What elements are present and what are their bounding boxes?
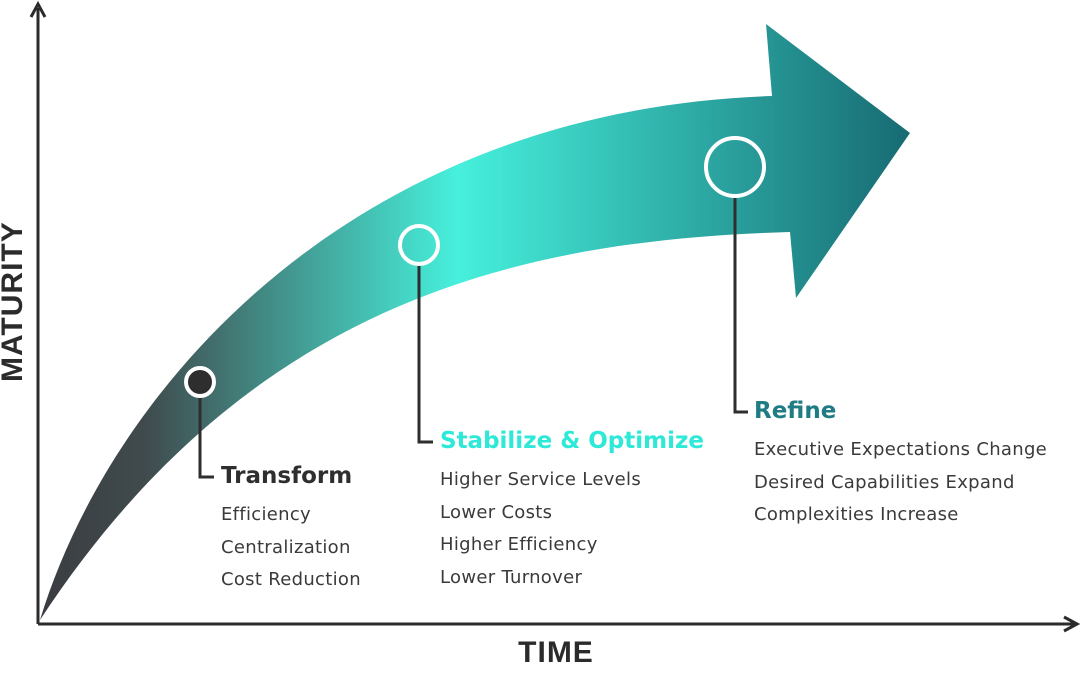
stabilize-marker	[398, 224, 440, 266]
stage-transform-title: Transform	[221, 463, 353, 489]
stage-transform: Transform Efficiency Centralization Cost…	[221, 463, 361, 597]
stage-stabilize-item: Lower Turnover	[440, 566, 583, 588]
stage-stabilize-item: Higher Service Levels	[440, 469, 642, 490]
transform-leader-line	[198, 398, 214, 479]
stage-refine-title: Refine	[754, 398, 837, 424]
stage-refine-item: Desired Capabilities Expand	[754, 471, 1015, 493]
refine-leader-line	[733, 196, 748, 414]
y-axis-arrowhead	[29, 0, 47, 18]
stabilize-leader-line	[417, 265, 433, 444]
x-axis-title: TIME	[518, 636, 594, 669]
stage-refine-item: Executive Expectations Change	[754, 439, 1048, 460]
transform-marker	[184, 366, 216, 398]
stage-transform-item: Centralization	[221, 536, 351, 558]
x-axis-arrowhead	[1063, 615, 1080, 633]
stage-refine: Refine Executive Expectations Change Des…	[754, 398, 1047, 532]
stage-transform-item: Cost Reduction	[221, 569, 361, 590]
stage-stabilize: Stabilize & Optimize Higher Service Leve…	[440, 428, 704, 594]
stage-transform-item: Efficiency	[221, 504, 311, 525]
stage-refine-item: Complexities Increase	[754, 504, 959, 525]
y-axis-title: MATURITY	[0, 221, 29, 382]
stage-stabilize-item: Lower Costs	[440, 501, 553, 523]
stage-stabilize-item: Higher Efficiency	[440, 534, 598, 555]
growth-arrow	[40, 24, 910, 620]
stage-stabilize-title: Stabilize & Optimize	[440, 428, 704, 454]
refine-marker	[704, 136, 766, 198]
